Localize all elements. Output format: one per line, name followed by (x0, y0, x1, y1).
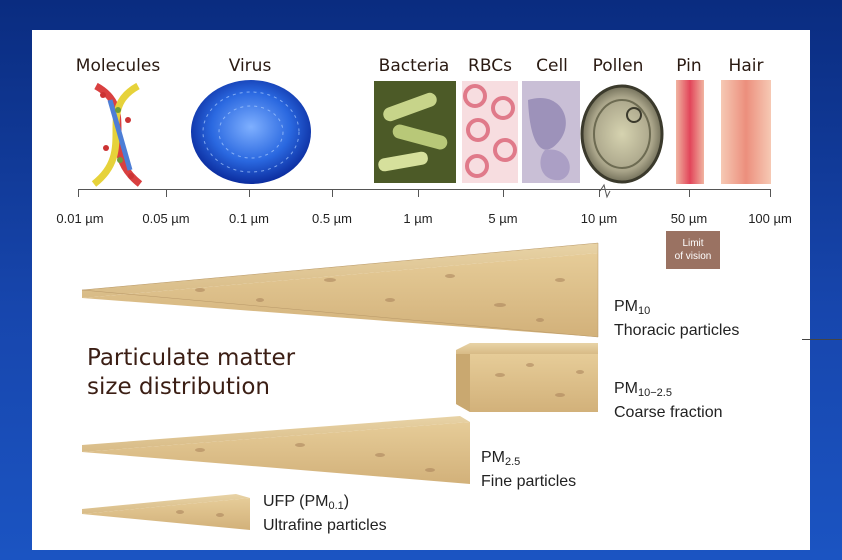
pm10-label: PM10 Thoracic particles (614, 297, 739, 341)
axis-tick (418, 189, 419, 197)
pm10-subscript: 10 (638, 305, 650, 317)
wedge-pm10 (82, 243, 598, 337)
coarse-subscript: 10−2.5 (638, 387, 672, 399)
hair-icon (721, 80, 771, 184)
tick-label: 10 µm (581, 211, 617, 226)
tick-label: 5 µm (488, 211, 517, 226)
tick-label: 0.1 µm (229, 211, 269, 226)
cell-icon (522, 81, 580, 183)
bacteria-icon (374, 81, 456, 183)
rbc-icon (462, 81, 518, 183)
limit-line-2: of vision (666, 250, 720, 263)
wedge-ufp (82, 494, 250, 530)
axis-tick (503, 189, 504, 197)
divider-line (802, 339, 842, 340)
pm25-name: PM (481, 449, 505, 466)
pm10-name: PM (614, 298, 638, 315)
pm25-label: PM2.5 Fine particles (481, 448, 576, 492)
axis-tick (166, 189, 167, 197)
tick-label: 0.05 µm (142, 211, 189, 226)
ufp-subscript: 0.1 (328, 500, 343, 512)
axis-tick (332, 189, 333, 197)
axis-break-mark (600, 185, 610, 197)
axis-tick (249, 189, 250, 197)
tick-label: 1 µm (403, 211, 432, 226)
axis-tick (770, 189, 771, 197)
coarse-label: PM10−2.5 Coarse fraction (614, 379, 723, 423)
limit-of-vision-badge: Limit of vision (666, 231, 720, 269)
tick-label: 0.01 µm (56, 211, 103, 226)
tick-label: 0.5 µm (312, 211, 352, 226)
title-line-1: Particulate matter (87, 344, 295, 373)
diagram-title: Particulate matter size distribution (87, 344, 295, 402)
title-line-2: size distribution (87, 373, 295, 402)
axis-tick (599, 189, 600, 197)
pin-icon (676, 80, 704, 184)
axis-tick (689, 189, 690, 197)
ufp-label: UFP (PM0.1) Ultrafine particles (263, 492, 387, 536)
coarse-name: PM (614, 380, 638, 397)
wedge-pm25 (82, 416, 470, 484)
ufp-name: UFP (PM (263, 493, 328, 510)
pm10-desc: Thoracic particles (614, 321, 739, 341)
tick-label: 100 µm (748, 211, 792, 226)
pm25-desc: Fine particles (481, 472, 576, 492)
pm25-subscript: 2.5 (505, 456, 520, 468)
ufp-desc: Ultrafine particles (263, 516, 387, 536)
axis-tick (78, 189, 79, 197)
virus-icon (191, 80, 311, 184)
pollen-icon (582, 86, 662, 182)
ufp-name-tail: ) (344, 493, 349, 510)
coarse-desc: Coarse fraction (614, 403, 723, 423)
limit-line-1: Limit (666, 237, 720, 250)
tick-label: 50 µm (671, 211, 707, 226)
dna-molecule-icon (86, 84, 148, 186)
wedge-coarse (456, 343, 598, 412)
size-axis-line (78, 189, 771, 190)
